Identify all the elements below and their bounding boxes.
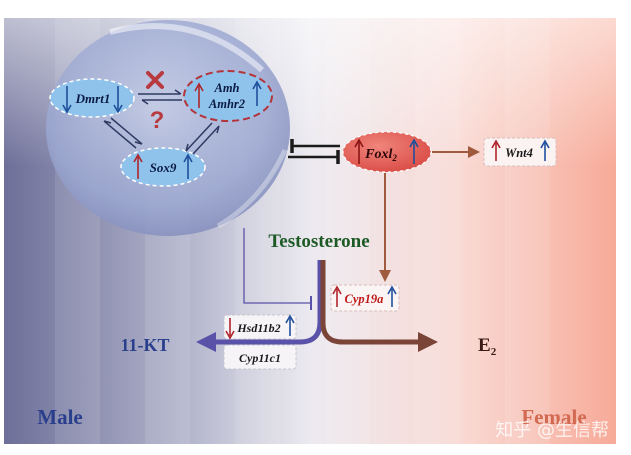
gene-box-hsd11b2: Hsd11b2 xyxy=(223,314,297,340)
cell-inhibit-foxl2-bar xyxy=(288,150,340,164)
up-arrow-head-icon xyxy=(183,153,193,163)
question-mark-icon: ? xyxy=(150,107,165,134)
gene-label-amh: Amh xyxy=(213,81,239,95)
foxl2-inhibit-cell-bar xyxy=(290,139,340,153)
up-arrow-head-icon xyxy=(387,285,397,295)
gene-node-foxl2: Foxl2 xyxy=(342,131,432,173)
sex-label-female: Female xyxy=(521,405,586,429)
cell-body xyxy=(46,20,290,236)
hormone-label-11kt: 11-KT xyxy=(120,335,169,355)
gene-label-amhr2: Amhr2 xyxy=(208,97,245,111)
hormone-label-e2: E2 xyxy=(478,335,497,358)
gene-label-cyp11c1: Cyp11c1 xyxy=(239,351,281,365)
gene-node-dmrt1: Dmrt1 xyxy=(49,78,135,118)
gene-box-cyp11c1: Cyp11c1 xyxy=(223,344,297,370)
testosterone-to-11kt-arrow xyxy=(196,260,323,352)
gene-label-foxl2: Foxl2 xyxy=(364,147,397,163)
up-arrow-head-icon xyxy=(354,138,364,148)
dmrt1-amh-exchange-arrows xyxy=(138,89,182,105)
gene-node-sox9: Sox9 xyxy=(120,147,206,187)
up-arrow-head-icon xyxy=(332,285,342,295)
up-arrow-head-icon xyxy=(409,138,419,148)
gene-node-amh-amhr2: Amh Amhr2 xyxy=(183,70,273,122)
sex-label-male: Male xyxy=(37,405,82,429)
up-arrow-head-icon xyxy=(133,153,143,163)
up-arrow-head-icon xyxy=(285,314,295,324)
up-arrow-head-icon xyxy=(194,82,204,92)
gene-label-hsd11b2: Hsd11b2 xyxy=(236,321,280,335)
watermark-text: 知乎 @生信帮 xyxy=(495,420,609,441)
gene-label-sox9: Sox9 xyxy=(150,160,177,175)
up-arrow-head-icon xyxy=(491,139,501,149)
gene-box-wnt4: Wnt4 xyxy=(483,137,557,167)
dmrt1-sox9-exchange-arrows xyxy=(103,117,143,149)
gene-label-dmrt1: Dmrt1 xyxy=(75,91,111,106)
gene-box-cyp19a: Cyp19a xyxy=(330,284,400,312)
gene-label-cyp19a: Cyp19a xyxy=(345,292,384,306)
up-arrow-head-icon xyxy=(540,139,550,149)
down-arrow-head-icon xyxy=(62,104,72,114)
cell-inhibit-path xyxy=(243,228,311,304)
cell-highlight xyxy=(109,23,265,73)
up-arrow-head-icon xyxy=(252,80,262,90)
gene-label-wnt4: Wnt4 xyxy=(505,146,533,160)
down-arrow-head-icon xyxy=(225,330,235,340)
cross-icon xyxy=(146,71,164,89)
amh-sox9-exchange-arrows xyxy=(185,122,220,155)
testosterone-to-e2-arrow xyxy=(320,260,438,352)
hormone-label-testosterone: Testosterone xyxy=(268,231,369,252)
down-arrow-head-icon xyxy=(113,104,123,114)
cell-shadow-arc xyxy=(216,148,288,229)
